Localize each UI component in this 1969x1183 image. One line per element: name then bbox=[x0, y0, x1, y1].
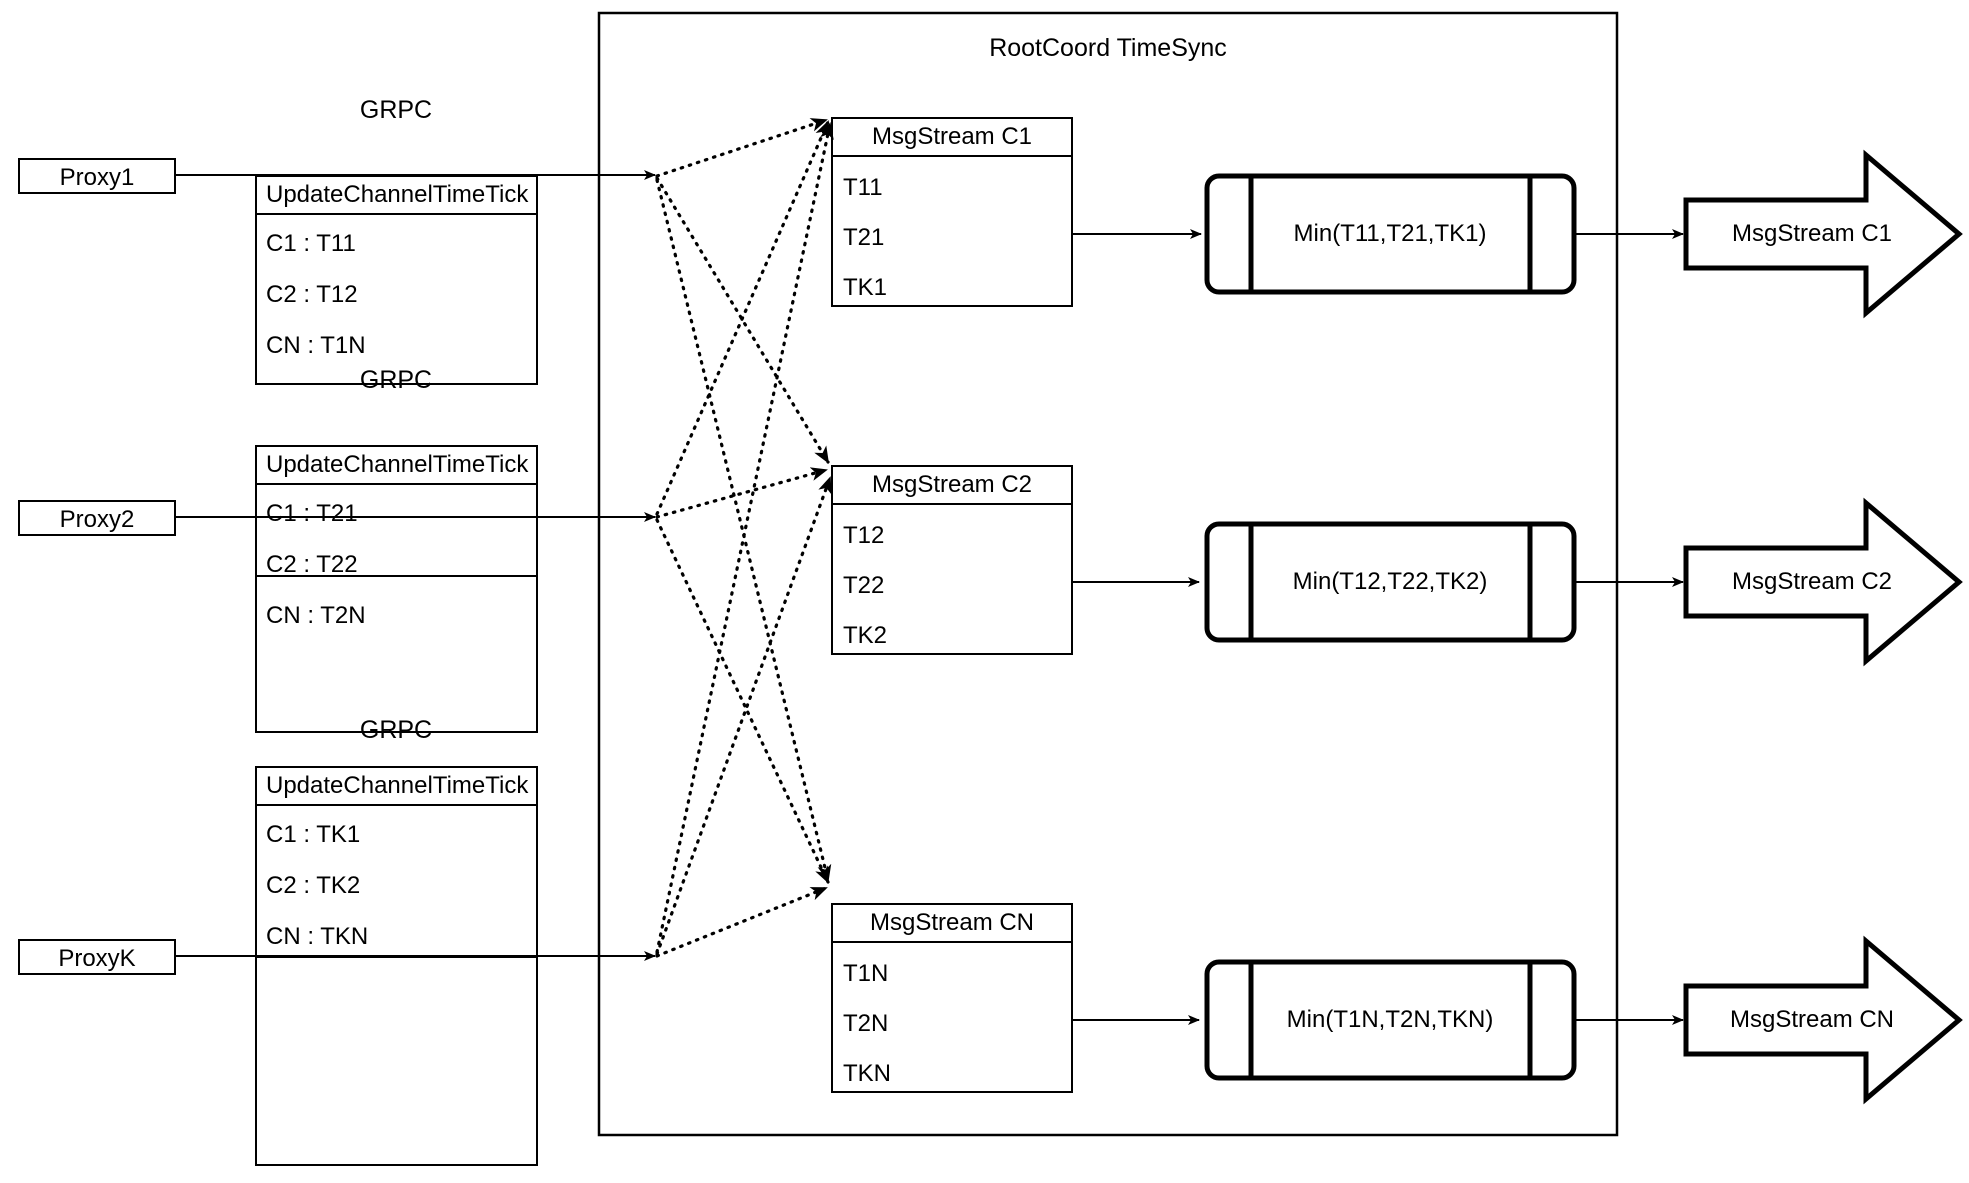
dotted-pk-to-cn bbox=[655, 886, 828, 958]
rpc-entry-1-1: C2 : T12 bbox=[266, 281, 358, 308]
rpc-box-1-divider bbox=[255, 213, 538, 215]
msgstream-title-2: MsgStream C2 bbox=[871, 471, 1033, 498]
msgstream-title-3: MsgStream CN bbox=[869, 909, 1035, 936]
dotted-p2-to-c2 bbox=[655, 467, 828, 519]
rpc-entry-2-1: C2 : T22 bbox=[266, 551, 358, 578]
min-label-1: Min(T11,T21,TK1) bbox=[1293, 220, 1487, 247]
rpc-entry-1-0: C1 : T11 bbox=[266, 230, 356, 257]
proxy-box-2[interactable] bbox=[18, 500, 176, 536]
msgstream-entry-2-1: T22 bbox=[843, 572, 885, 599]
proxy-label-3: ProxyK bbox=[58, 945, 136, 972]
msgstream-entry-3-2: TKN bbox=[843, 1060, 891, 1087]
dotted-p2-to-c1 bbox=[655, 120, 830, 516]
msgstream-entry-1-0: T11 bbox=[843, 174, 883, 201]
msgstream-entry-1-1: T21 bbox=[843, 224, 885, 251]
protocol-label-2: GRPC bbox=[359, 366, 433, 394]
proxy-box-3[interactable] bbox=[18, 939, 176, 975]
rpc-title-1: UpdateChannelTimeTick bbox=[266, 181, 529, 208]
msgstream-entry-3-1: T2N bbox=[843, 1010, 889, 1037]
msgstream-entry-3-0: T1N bbox=[843, 960, 889, 987]
dotted-pk-to-c2 bbox=[655, 476, 832, 956]
rpc-entry-3-2: CN : TKN bbox=[266, 923, 369, 950]
msgstream-box-3-divider bbox=[831, 941, 1073, 943]
rpc-title-2: UpdateChannelTimeTick bbox=[266, 451, 529, 478]
protocol-label-3: GRPC bbox=[359, 716, 433, 744]
rpc-box-1[interactable] bbox=[255, 175, 538, 385]
dotted-p2-to-cn bbox=[655, 518, 830, 884]
msgstream-box-2-divider bbox=[831, 503, 1073, 505]
rpc-entry-3-0: C1 : TK1 bbox=[266, 821, 361, 848]
min-label-3: Min(T1N,T2N,TKN) bbox=[1286, 1006, 1494, 1033]
rpc-entry-2-2: CN : T2N bbox=[266, 602, 366, 629]
dotted-p1-to-c1 bbox=[655, 118, 828, 178]
msgstream-box-3[interactable] bbox=[831, 903, 1073, 1093]
protocol-label-1: GRPC bbox=[359, 96, 433, 124]
msgstream-entry-2-0: T12 bbox=[843, 522, 885, 549]
msgstream-entry-2-2: TK2 bbox=[843, 622, 888, 649]
msgstream-title-1: MsgStream C1 bbox=[871, 123, 1033, 150]
rootcoord-title: RootCoord TimeSync bbox=[989, 34, 1227, 62]
dotted-pk-to-c1 bbox=[655, 122, 834, 954]
msgstream-entry-1-2: TK1 bbox=[843, 274, 888, 301]
rpc-entry-2-0: C1 : T21 bbox=[266, 500, 358, 527]
msgstream-box-1[interactable] bbox=[831, 117, 1073, 307]
rpc-entry-3-1: C2 : TK2 bbox=[266, 872, 361, 899]
min-label-2: Min(T12,T22,TK2) bbox=[1292, 568, 1488, 595]
rpc-box-3-divider bbox=[255, 804, 538, 806]
msgstream-box-1-divider bbox=[831, 155, 1073, 157]
proxy-label-1: Proxy1 bbox=[59, 164, 135, 191]
msgstream-box-2[interactable] bbox=[831, 465, 1073, 655]
rpc-title-3: UpdateChannelTimeTick bbox=[266, 772, 529, 799]
output-label-2: MsgStream C2 bbox=[1731, 568, 1893, 595]
dotted-p1-to-c2 bbox=[655, 176, 830, 464]
proxy-label-2: Proxy2 bbox=[59, 506, 135, 533]
rpc-box-3-outline bbox=[255, 766, 538, 1166]
rpc-box-2-outline bbox=[255, 445, 538, 733]
output-label-1: MsgStream C1 bbox=[1731, 220, 1893, 247]
rpc-box-2-divider bbox=[255, 483, 538, 485]
output-label-3: MsgStream CN bbox=[1729, 1006, 1895, 1033]
rpc-entry-1-2: CN : T1N bbox=[266, 332, 366, 359]
proxy-box-1[interactable] bbox=[18, 158, 176, 194]
dotted-p1-to-cn bbox=[655, 178, 832, 882]
